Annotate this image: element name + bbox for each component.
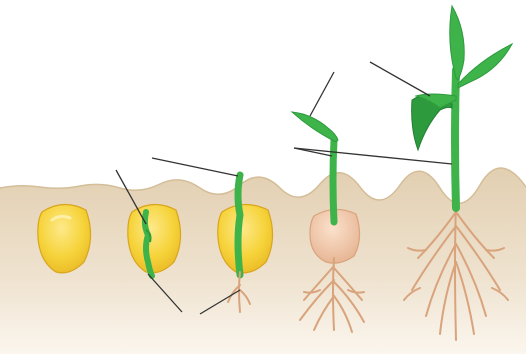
leader-line: [370, 62, 430, 96]
leader-line: [294, 148, 452, 164]
plant-stem: [455, 70, 456, 208]
stage-kernel: [38, 204, 91, 272]
upper-leaf-right: [458, 44, 512, 88]
corn-kernel: [128, 204, 181, 272]
corn-kernel: [38, 204, 91, 272]
coleoptile: [238, 175, 240, 275]
top-leaf: [450, 6, 465, 80]
first-leaf: [292, 112, 338, 142]
leader-line: [310, 72, 334, 116]
leader-line: [152, 158, 238, 176]
corn-kernel: [218, 204, 273, 272]
